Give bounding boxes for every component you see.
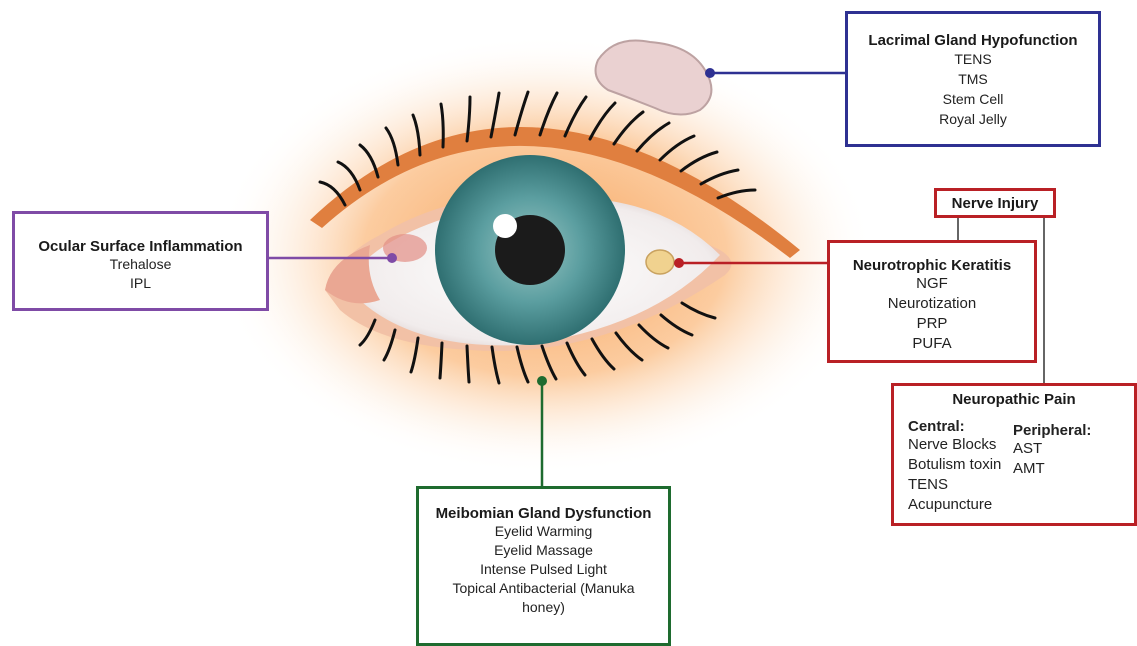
peripheral-column: Peripheral: AST AMT bbox=[1013, 422, 1091, 479]
central-label: Central: bbox=[908, 418, 1001, 435]
peripheral-label: Peripheral: bbox=[1013, 422, 1091, 439]
meibomian-item: Topical Antibacterial (Manuka bbox=[419, 579, 668, 598]
neuropathic-box: Neuropathic Pain Central: Nerve Blocks B… bbox=[891, 383, 1137, 526]
ocular-surface-title: Ocular Surface Inflammation bbox=[15, 238, 266, 255]
connector-lacrimal-dot bbox=[705, 68, 715, 78]
neurotrophic-item: PUFA bbox=[830, 334, 1034, 354]
ocular-surface-item: IPL bbox=[15, 274, 266, 293]
neurotrophic-item: NGF bbox=[830, 274, 1034, 294]
lacrimal-item: TMS bbox=[848, 69, 1098, 89]
neurotrophic-title: Neurotrophic Keratitis bbox=[830, 257, 1034, 274]
neurotrophic-item: PRP bbox=[830, 314, 1034, 334]
central-item: Acupuncture bbox=[908, 495, 1001, 515]
lacrimal-item: Stem Cell bbox=[848, 89, 1098, 109]
neurotrophic-box: Neurotrophic Keratitis NGF Neurotization… bbox=[827, 240, 1037, 363]
nerve-injury-box: Nerve Injury bbox=[934, 188, 1056, 218]
central-item: Nerve Blocks bbox=[908, 435, 1001, 455]
peripheral-item: AMT bbox=[1013, 459, 1091, 479]
nerve-injury-title: Nerve Injury bbox=[937, 195, 1053, 212]
pupil-highlight bbox=[493, 214, 517, 238]
neurotrophic-item: Neurotization bbox=[830, 294, 1034, 314]
lacrimal-title: Lacrimal Gland Hypofunction bbox=[848, 32, 1098, 49]
meibomian-item: honey) bbox=[419, 598, 668, 617]
lacrimal-item: TENS bbox=[848, 49, 1098, 69]
neuropathic-title: Neuropathic Pain bbox=[894, 391, 1134, 408]
central-item: Botulism toxin bbox=[908, 455, 1001, 475]
lacrimal-item: Royal Jelly bbox=[848, 109, 1098, 129]
ocular-surface-box: Ocular Surface Inflammation Trehalose IP… bbox=[12, 211, 269, 311]
connector-meibomian-dot bbox=[537, 376, 547, 386]
central-item: TENS bbox=[908, 475, 1001, 495]
corneal-lesion bbox=[646, 250, 674, 274]
peripheral-item: AST bbox=[1013, 439, 1091, 459]
meibomian-item: Intense Pulsed Light bbox=[419, 560, 668, 579]
connector-ocular-surface-dot bbox=[387, 253, 397, 263]
ocular-surface-item: Trehalose bbox=[15, 255, 266, 274]
meibomian-item: Eyelid Massage bbox=[419, 541, 668, 560]
central-column: Central: Nerve Blocks Botulism toxin TEN… bbox=[908, 418, 1001, 515]
meibomian-title: Meibomian Gland Dysfunction bbox=[419, 505, 668, 522]
meibomian-box: Meibomian Gland Dysfunction Eyelid Warmi… bbox=[416, 486, 671, 646]
connector-neurotrophic-dot bbox=[674, 258, 684, 268]
lacrimal-gland-box: Lacrimal Gland Hypofunction TENS TMS Ste… bbox=[845, 11, 1101, 147]
meibomian-item: Eyelid Warming bbox=[419, 522, 668, 541]
